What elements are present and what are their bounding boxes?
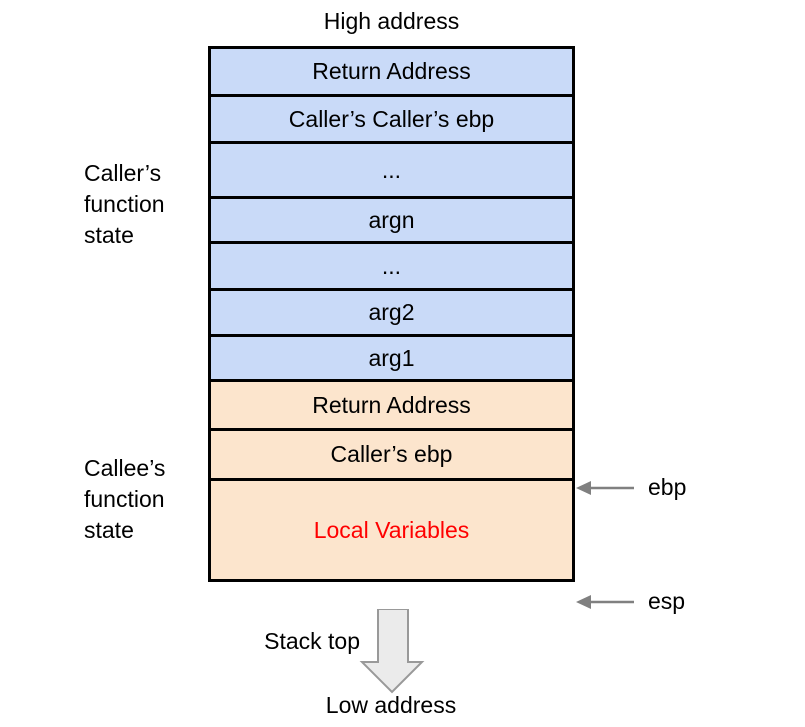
row-ellipsis-lower: ... [211,244,572,291]
stack-growth-arrow-icon [359,609,425,694]
stack-memory-box: Return Address Caller’s Caller’s ebp ...… [208,46,575,582]
row-arg2: arg2 [211,291,572,337]
row-return-address-caller: Return Address [211,49,572,97]
esp-pointer: esp [576,588,685,615]
row-callers-callers-ebp: Caller’s Caller’s ebp [211,97,572,144]
stack-top-label: Stack top [264,628,360,654]
row-local-variables: Local Variables [211,481,572,579]
row-argn: argn [211,199,572,244]
caller-function-state-label: Caller’s function state [84,160,165,248]
low-address-label: Low address [325,692,457,718]
row-callers-ebp: Caller’s ebp [211,431,572,481]
esp-arrow-icon [576,594,634,609]
ebp-label: ebp [648,474,687,500]
row-arg1: arg1 [211,337,572,382]
callee-function-state-label: Callee’s function state [84,455,166,543]
ebp-arrow-icon [576,480,634,495]
high-address-label: High address [323,8,460,34]
row-return-address-callee: Return Address [211,382,572,431]
ebp-pointer: ebp [576,474,686,501]
esp-label: esp [648,588,686,614]
row-ellipsis-upper: ... [211,144,572,199]
